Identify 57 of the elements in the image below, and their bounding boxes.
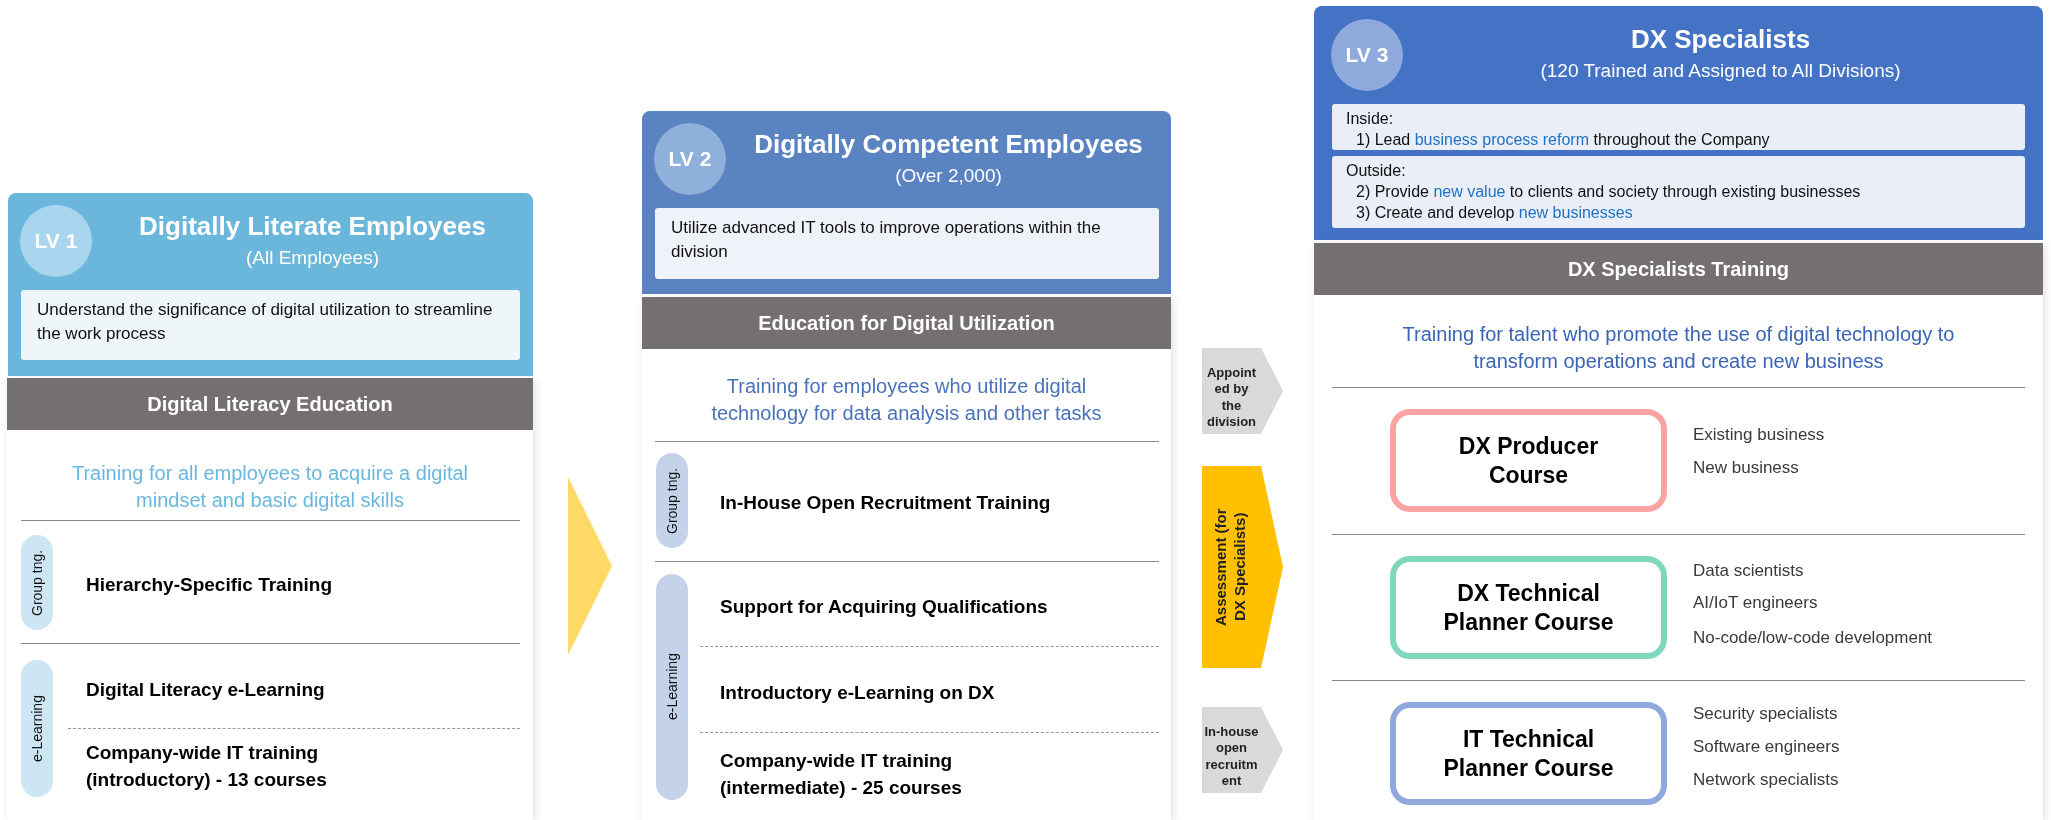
level-header-panel <box>8 193 533 376</box>
chevron-arrow <box>1202 466 1283 668</box>
course-box: IT Technical Planner Course <box>1390 702 1667 805</box>
training-panel <box>642 297 1171 820</box>
role-text: New business <box>1693 458 1799 478</box>
role-text: Software engineers <box>1693 737 1840 757</box>
training-description: Training for talent who promote the use of digital technology to transform operations and create new business <box>1401 322 1956 374</box>
category-tag: Group tng. <box>656 453 688 548</box>
goal-text: 1) Lead business process reform throughout the Company <box>1355 129 1770 150</box>
edge-label: In-house open recruitment <box>1204 724 1259 789</box>
goal-heading: Inside: <box>1346 109 1394 129</box>
section-header-band: DX Specialists Training <box>1314 243 2043 295</box>
edge-label: Appointed by the division <box>1205 365 1258 430</box>
level-subtitle: (Over 2,000) <box>894 165 1003 187</box>
chevron-arrow <box>1202 707 1283 793</box>
section-header-band: Digital Literacy Education <box>7 378 533 430</box>
level-badge: LV 1 <box>20 205 92 277</box>
level-header-panel <box>1314 6 2043 240</box>
course-box: DX Producer Course <box>1390 409 1667 512</box>
course-item: Introductory e-Learning on DX <box>720 681 996 705</box>
role-text: Existing business <box>1693 425 1825 445</box>
level-subtitle: (120 Trained and Assigned to All Divisions) <box>1539 60 1902 82</box>
category-tag: e-Learning <box>656 574 688 800</box>
category-tag: e-Learning <box>21 660 53 797</box>
level-badge: LV 2 <box>654 123 726 195</box>
goal-text: 3) Create and develop new businesses <box>1355 202 1633 223</box>
role-text: Network specialists <box>1693 770 1839 790</box>
role-text: AI/IoT engineers <box>1693 593 1818 613</box>
course-item: Digital Literacy e-Learning <box>86 678 326 702</box>
role-text: No-code/low-code development <box>1693 628 1933 648</box>
course-box: DX Technical Planner Course <box>1390 556 1667 659</box>
role-text: Security specialists <box>1693 704 1838 724</box>
level-header-panel <box>642 111 1171 294</box>
description-box: Understand the significance of digital utilization to streamline the work process <box>21 290 520 360</box>
training-description: Training for employees who utilize digital technology for data analysis and other tasks <box>710 374 1103 426</box>
chevron-arrow <box>568 477 612 655</box>
level-title: DX Specialists <box>1629 24 1812 55</box>
goal-heading: Outside: <box>1346 161 1406 181</box>
description-box: Utilize advanced IT tools to improve operations within the division <box>655 208 1159 279</box>
training-panel <box>7 378 533 820</box>
level-title: Digitally Literate Employees <box>138 211 487 242</box>
course-item: Company-wide IT training (introductory) - 13 courses <box>86 741 328 792</box>
goal-text: 2) Provide new value to clients and society through existing businesses <box>1355 181 1861 202</box>
edge-label: Assessment (for DX Specialists) <box>1212 507 1249 628</box>
course-item: Company-wide IT training (intermediate) - 25 courses <box>720 749 963 800</box>
level-badge: LV 3 <box>1331 19 1403 91</box>
chevron-arrow <box>1202 348 1283 434</box>
training-description: Training for all employees to acquire a digital mindset and basic digital skills <box>70 461 470 513</box>
level-title: Digitally Competent Employees <box>753 129 1144 160</box>
section-header-band: Education for Digital Utilization <box>642 297 1171 349</box>
course-item: In-House Open Recruitment Training <box>720 491 1052 515</box>
training-panel <box>1314 243 2043 820</box>
level-subtitle: (All Employees) <box>244 247 380 269</box>
category-tag: Group tng. <box>21 535 53 630</box>
course-item: Hierarchy-Specific Training <box>86 573 334 597</box>
role-text: Data scientists <box>1693 561 1804 581</box>
course-item: Support for Acquiring Qualifications <box>720 595 1049 619</box>
